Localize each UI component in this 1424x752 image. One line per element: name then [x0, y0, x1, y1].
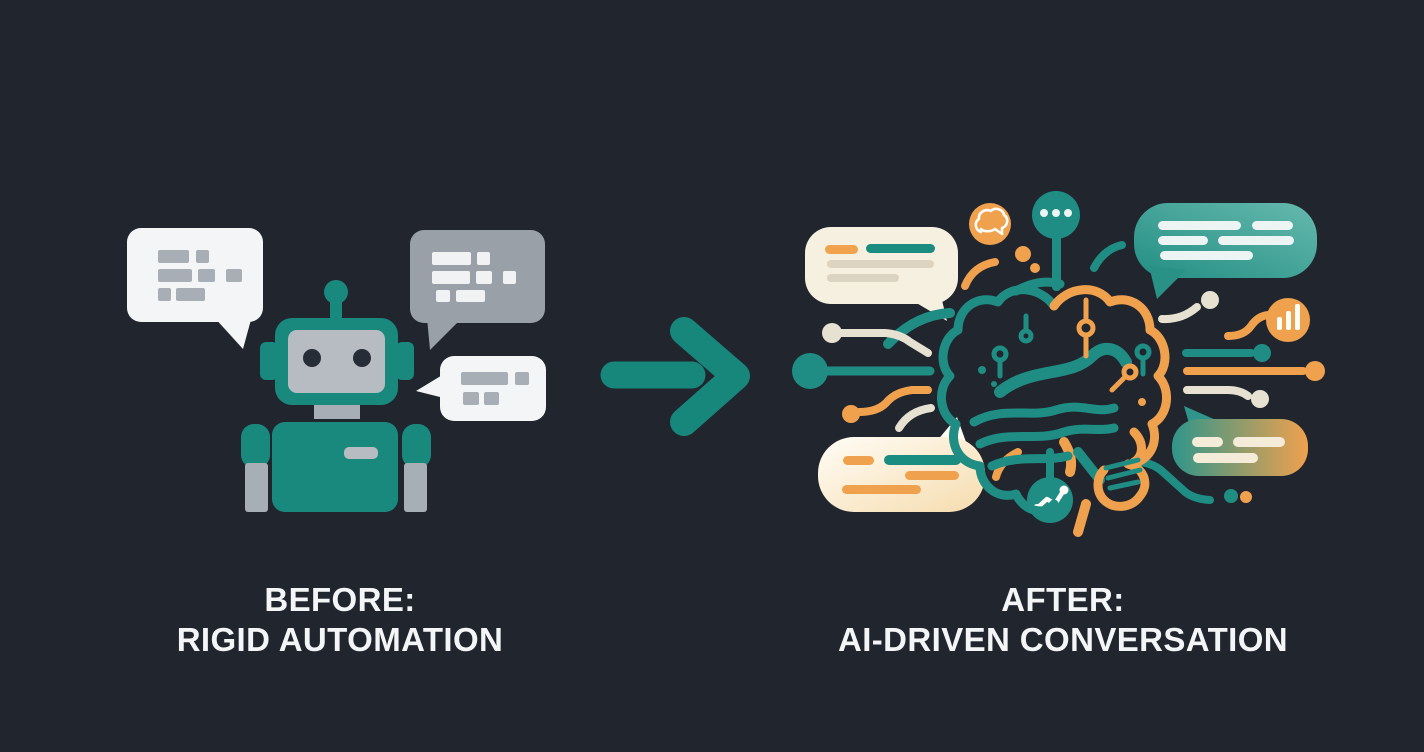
speech-bubble-white: [127, 228, 263, 349]
caption-before-line2: RIGID AUTOMATION: [176, 621, 504, 658]
brain-left-hemisphere: [937, 285, 1059, 516]
robot-shoulder-right: [402, 424, 431, 468]
robot-face: [288, 330, 385, 393]
brain-circuit-nodes-teal: [978, 313, 1152, 387]
speech-bubble-teal: [1134, 203, 1317, 299]
caption-after-line2: AI-DRIVEN CONVERSATION: [837, 621, 1289, 658]
circuit-line-orange-left: [842, 386, 932, 423]
right-scene: [792, 191, 1325, 537]
brain-chat-icon: [969, 203, 1011, 245]
brain-icon: [937, 285, 1171, 537]
speech-bubble-cream-top: [805, 227, 958, 321]
bar-chart-icon: [1224, 298, 1310, 342]
circuit-line-cream-lower: [1183, 386, 1269, 408]
typing-dots-icon: [1032, 191, 1080, 291]
robot-neck: [314, 405, 360, 419]
text-lines: [1158, 221, 1294, 260]
speech-bubble-gradient: [1172, 406, 1308, 476]
robot-arm-right: [404, 463, 427, 512]
speech-bubble-cream-bottom: [818, 417, 985, 512]
circuit-line-orange: [1183, 361, 1325, 381]
arrow-right-icon: [600, 317, 750, 436]
brain-folds: [969, 342, 1132, 471]
text-lines: [1192, 437, 1285, 463]
text-blocks: [158, 250, 242, 301]
brain-hatch-lines: [1103, 457, 1143, 491]
left-scene: [127, 228, 546, 512]
speech-bubble-gray: [410, 230, 545, 350]
brain-circuit-nodes-orange: [1076, 297, 1146, 406]
circuit-line-teal: [1182, 344, 1271, 362]
decorative-dots-top: [1015, 246, 1040, 273]
robot-shoulder-left: [241, 424, 270, 468]
text-blocks: [432, 252, 516, 302]
caption-before: BEFORE: RIGID AUTOMATION: [40, 580, 640, 660]
circuit-line-cream-upper: [1158, 291, 1219, 324]
caption-after-line1: AFTER:: [1001, 581, 1125, 618]
circuit-line-teal-left: [792, 353, 935, 389]
robot-ear-right: [396, 342, 414, 380]
speech-bubble-small-white: [416, 356, 546, 421]
robot-body: [272, 422, 398, 512]
robot-icon: [241, 280, 431, 512]
robot-body-slot: [344, 447, 378, 459]
robot-eye-right: [353, 349, 371, 367]
caption-after: AFTER: AI-DRIVEN CONVERSATION: [768, 580, 1358, 660]
caption-before-line1: BEFORE:: [264, 581, 416, 618]
robot-eye-left: [303, 349, 321, 367]
text-blocks: [461, 372, 529, 405]
robot-antenna-ball: [324, 280, 348, 304]
circuit-line-cream-left: [822, 323, 932, 357]
robot-arm-left: [245, 463, 268, 512]
robot-ear-left: [260, 342, 278, 380]
